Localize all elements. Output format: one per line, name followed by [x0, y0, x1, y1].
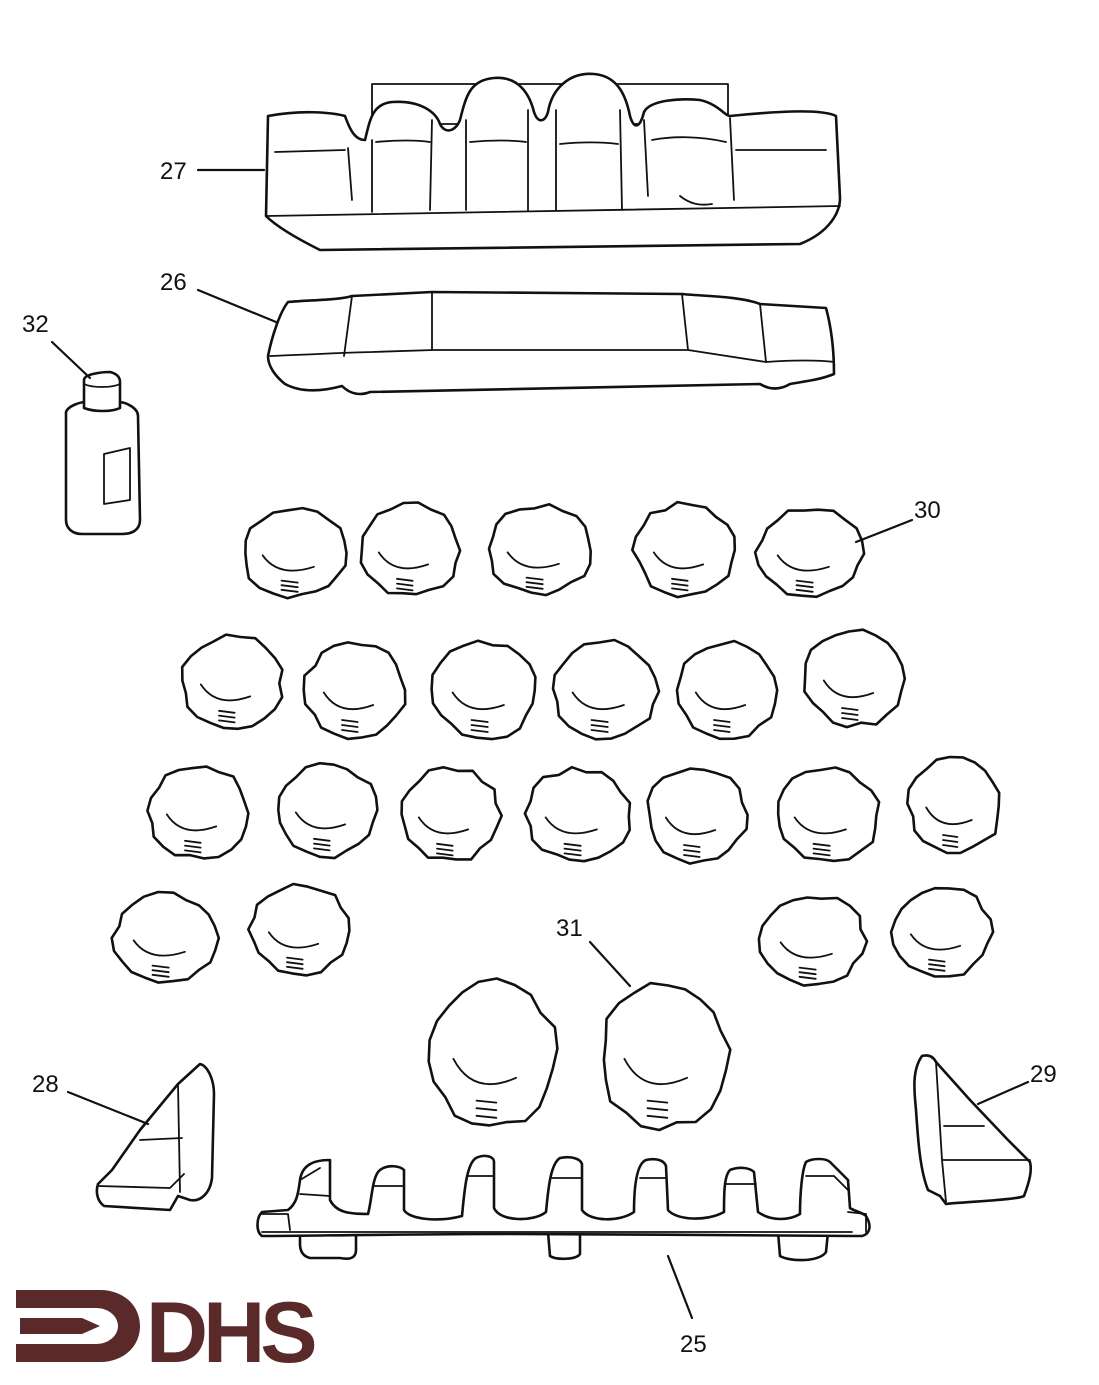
grate-25	[256, 1154, 871, 1262]
log-26	[266, 290, 836, 396]
leader-26	[196, 288, 278, 324]
leader-32	[50, 340, 92, 380]
leader-25	[666, 1254, 694, 1320]
callout-32: 32	[22, 311, 49, 338]
leader-30	[854, 518, 914, 544]
bottle-32	[64, 370, 142, 536]
dhs-logo: DHS	[16, 1285, 319, 1381]
callout-29: 29	[1030, 1061, 1057, 1088]
rock-ember	[757, 896, 869, 987]
wedge-29	[913, 1054, 1033, 1206]
rock-ember	[247, 882, 351, 977]
leader-29	[976, 1080, 1030, 1106]
large-rock	[427, 977, 559, 1127]
rock-ember	[302, 641, 407, 741]
callout-30: 30	[914, 497, 941, 524]
rock-ember	[906, 755, 1001, 855]
rock-ember	[400, 766, 503, 861]
dhs-arrow-mark-icon	[16, 1290, 140, 1362]
callout-25: 25	[680, 1331, 707, 1358]
rock-ember	[180, 633, 284, 731]
rock-ember	[675, 639, 779, 741]
rock-ember	[646, 767, 749, 865]
callout-26: 26	[160, 269, 187, 296]
rock-ember	[244, 506, 348, 600]
callout-28: 28	[32, 1071, 59, 1098]
rock-ember	[889, 886, 995, 978]
large-rocks-31	[427, 977, 732, 1132]
log-27	[264, 72, 842, 252]
rock-ember	[631, 500, 737, 599]
callout-31: 31	[556, 915, 583, 942]
rock-ember	[803, 628, 907, 729]
rock-ember	[753, 508, 866, 599]
rock-ember	[487, 503, 592, 597]
callout-27: 27	[160, 158, 187, 185]
rock-ember	[110, 890, 221, 984]
rock-ember	[776, 766, 881, 863]
wedge-28	[95, 1062, 216, 1212]
leader-31	[588, 940, 632, 988]
rock-embers-30	[110, 500, 1001, 987]
large-rock	[602, 981, 732, 1132]
rock-ember	[430, 639, 537, 741]
rock-ember	[359, 501, 462, 596]
leader-28	[66, 1090, 150, 1126]
dhs-logo-text: DHS	[146, 1285, 314, 1381]
rock-ember	[523, 765, 632, 863]
rock-ember	[277, 761, 379, 860]
rock-ember	[146, 765, 250, 860]
rock-ember	[551, 638, 661, 741]
